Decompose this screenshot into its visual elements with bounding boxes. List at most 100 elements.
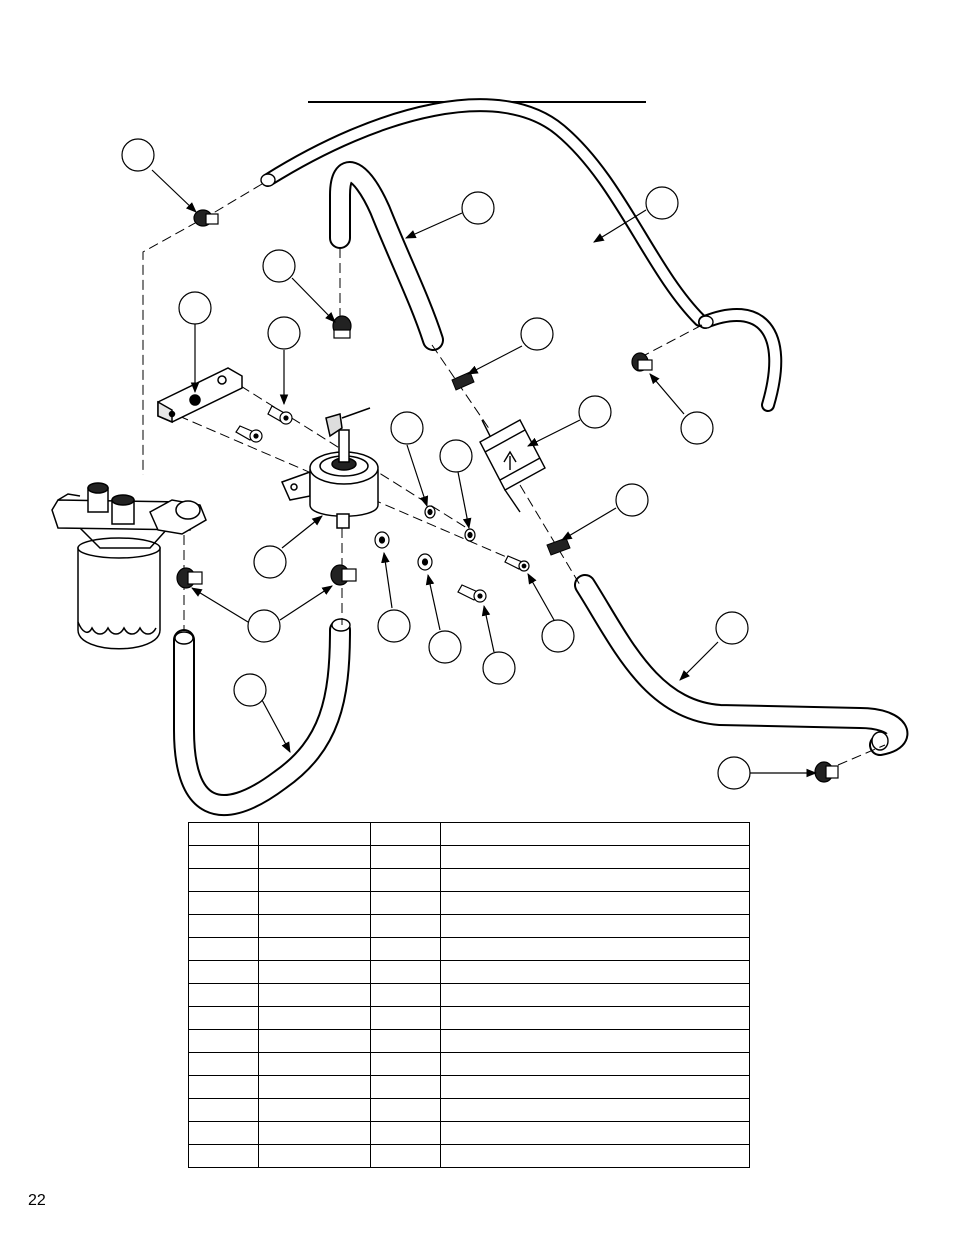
parts-table-cell (188, 868, 259, 892)
parts-table-cell (188, 1144, 259, 1168)
parts-table-cell (188, 1029, 259, 1053)
hose-clamp (330, 564, 357, 586)
flow-arrow-icon (503, 450, 517, 470)
parts-table-cell (258, 914, 371, 938)
callout-balloon (178, 291, 212, 325)
hose-end (260, 173, 276, 187)
parts-table-cell (370, 1006, 441, 1030)
callout-balloon (377, 609, 411, 643)
inline-fuel-filter (479, 419, 546, 513)
bolt (504, 555, 530, 572)
callout-balloon (390, 411, 424, 445)
parts-table-cell (188, 983, 259, 1007)
callout-balloon (645, 186, 679, 220)
return-hose-long (261, 98, 783, 412)
parts-table-cell (258, 1121, 371, 1145)
parts-table-row (188, 1098, 750, 1122)
parts-table-cell (370, 845, 441, 869)
parts-table-cell (258, 960, 371, 984)
callout-balloon (541, 619, 575, 653)
parts-table-cell (188, 1006, 259, 1030)
callout-balloon (520, 317, 554, 351)
primary-fuel-filter (51, 482, 207, 650)
parts-table-cell (370, 983, 441, 1007)
parts-table-cell (440, 1121, 750, 1145)
callout-balloon (482, 651, 516, 685)
lower-loop-hose (173, 619, 351, 816)
parts-table-cell (188, 1121, 259, 1145)
hose-clamp (193, 209, 219, 227)
callout-balloon (578, 395, 612, 429)
parts-table-cell (440, 845, 750, 869)
parts-table-cell (258, 983, 371, 1007)
parts-table-cell (188, 914, 259, 938)
parts-table-cell (440, 822, 750, 846)
parts-table-cell (370, 960, 441, 984)
parts-table-cell (258, 1098, 371, 1122)
hose-clamp (176, 567, 203, 589)
parts-table-row (188, 1075, 750, 1099)
parts-table-cell (188, 937, 259, 961)
parts-table-cell (258, 822, 371, 846)
parts-table-cell (440, 1098, 750, 1122)
parts-table-cell (440, 891, 750, 915)
parts-table-row (188, 1006, 750, 1030)
parts-table-row (188, 1144, 750, 1168)
parts-table-cell (370, 1075, 441, 1099)
callout-balloon (615, 483, 649, 517)
callout-balloon (428, 630, 462, 664)
spring-guard (546, 537, 571, 556)
bolt (235, 425, 263, 443)
washer (424, 505, 436, 519)
parts-table-cell (440, 960, 750, 984)
parts-table-row (188, 960, 750, 984)
callout-balloon (439, 439, 473, 473)
parts-table-cell (258, 1144, 371, 1168)
parts-table-cell (440, 1052, 750, 1076)
parts-table-row (188, 822, 750, 846)
parts-table-cell (258, 868, 371, 892)
hose-end (698, 315, 714, 329)
parts-table-row (188, 868, 750, 892)
callout-balloon (680, 411, 714, 445)
hose-end (331, 618, 351, 632)
callout-balloon (233, 673, 267, 707)
spring-guard (451, 371, 475, 391)
parts-table-cell (258, 1029, 371, 1053)
parts-table-cell (440, 1075, 750, 1099)
parts-table-cell (258, 1006, 371, 1030)
parts-table-row (188, 983, 750, 1007)
callout-balloon (267, 316, 301, 350)
parts-table-cell (370, 1029, 441, 1053)
parts-table-cell (370, 868, 441, 892)
callout-balloon (717, 756, 751, 790)
parts-table-cell (440, 1006, 750, 1030)
parts-table-cell (440, 983, 750, 1007)
parts-list-table (188, 822, 750, 1168)
parts-table-cell (188, 1098, 259, 1122)
parts-table-cell (258, 1075, 371, 1099)
parts-table-cell (370, 1121, 441, 1145)
pump-outlet-hose (574, 574, 909, 756)
parts-table-cell (188, 960, 259, 984)
hose-clamp (332, 315, 352, 339)
parts-table-cell (370, 914, 441, 938)
callout-balloon (253, 545, 287, 579)
hose-end (174, 631, 194, 645)
parts-table-cell (440, 868, 750, 892)
callout-balloon (247, 609, 281, 643)
callout-balloon (461, 191, 495, 225)
bolt (457, 584, 487, 603)
parts-table-cell (188, 1075, 259, 1099)
parts-table-row (188, 937, 750, 961)
parts-table-cell (370, 891, 441, 915)
callout-balloon (262, 249, 296, 283)
parts-table-row (188, 845, 750, 869)
parts-table-cell (188, 845, 259, 869)
bolt (267, 405, 293, 425)
filter-outlet-hose (329, 161, 444, 351)
parts-table-cell (440, 1029, 750, 1053)
washer (464, 528, 476, 542)
mounting-bracket (157, 367, 243, 424)
parts-table-cell (440, 937, 750, 961)
